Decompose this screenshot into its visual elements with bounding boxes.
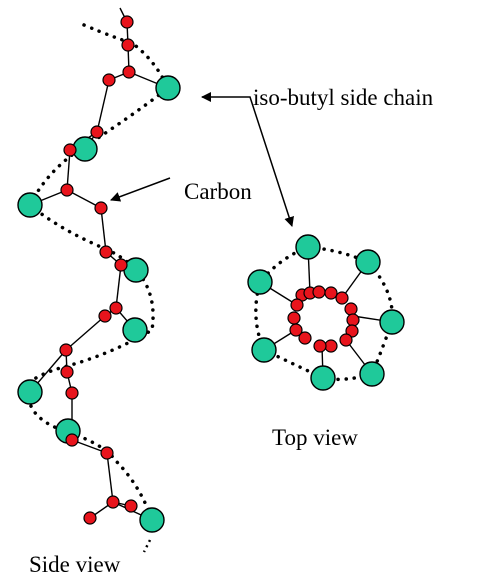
- side-chain-sphere: [139, 507, 165, 533]
- side-chain-arrow-down: [248, 96, 294, 227]
- carbon-atom: [98, 309, 112, 323]
- carbon-atom: [312, 285, 326, 299]
- side-chain-sphere: [359, 361, 385, 387]
- carbon-atom: [99, 245, 113, 259]
- side-chain-sphere: [72, 136, 98, 162]
- carbon-atom: [59, 343, 73, 357]
- carbon-atom: [122, 65, 136, 79]
- carbon-atom: [339, 333, 353, 347]
- carbon-atom: [94, 201, 108, 215]
- side-chain-sphere: [295, 234, 321, 260]
- side-chain-sphere: [17, 379, 43, 405]
- annotation-arrows: [110, 92, 294, 227]
- carbon-atom: [324, 339, 338, 353]
- top-view-side-chains: [247, 234, 405, 391]
- side-chain-sphere: [155, 75, 181, 101]
- side-chain-sphere: [251, 337, 277, 363]
- carbon-atom: [109, 301, 123, 315]
- side-chain-sphere: [379, 309, 405, 335]
- carbon-atom: [65, 433, 79, 447]
- side-view-label: Side view: [29, 552, 121, 577]
- side-chain-sphere: [355, 249, 381, 275]
- carbon-atom: [63, 143, 77, 157]
- carbon-atom: [106, 495, 120, 509]
- carbon-atom: [289, 323, 303, 337]
- side-chain-label: iso-butyl side chain: [253, 85, 434, 110]
- carbon-atom: [102, 73, 116, 87]
- carbon-atom: [298, 331, 312, 345]
- carbon-atom: [313, 339, 327, 353]
- carbon-atom: [114, 258, 128, 272]
- side-chain-sphere: [247, 269, 273, 295]
- carbon-arrow: [110, 177, 171, 202]
- carbon-atom: [287, 311, 301, 325]
- carbon-atom: [124, 499, 138, 513]
- carbon-atom: [83, 511, 97, 525]
- carbon-atom: [346, 313, 360, 327]
- top-view-carbon-ring: [287, 285, 360, 353]
- carbon-atom: [121, 38, 135, 52]
- backbone-carbons: [59, 15, 138, 525]
- side-chain-sphere: [122, 317, 148, 343]
- side-chain-spheres: [17, 75, 181, 533]
- top-view-label: Top view: [272, 425, 358, 450]
- carbon-atom: [290, 298, 304, 312]
- top-view: [247, 234, 405, 391]
- carbon-label: Carbon: [184, 179, 252, 204]
- carbon-atom: [60, 365, 74, 379]
- side-view: [17, 7, 181, 553]
- carbon-atom: [100, 446, 114, 460]
- helix-tail: [142, 539, 152, 553]
- carbon-atom: [335, 291, 349, 305]
- side-chain-sphere: [310, 365, 336, 391]
- carbon-atom: [324, 286, 338, 300]
- side-chain-sphere: [17, 192, 43, 218]
- carbon-atom: [65, 386, 79, 400]
- carbon-atom: [90, 125, 104, 139]
- side-chain-sphere: [123, 257, 149, 283]
- carbon-atom: [60, 183, 74, 197]
- carbon-atom: [120, 15, 134, 29]
- carbon-atom: [344, 302, 358, 316]
- carbon-atom: [345, 324, 359, 338]
- backbone-bonds: [29, 7, 169, 521]
